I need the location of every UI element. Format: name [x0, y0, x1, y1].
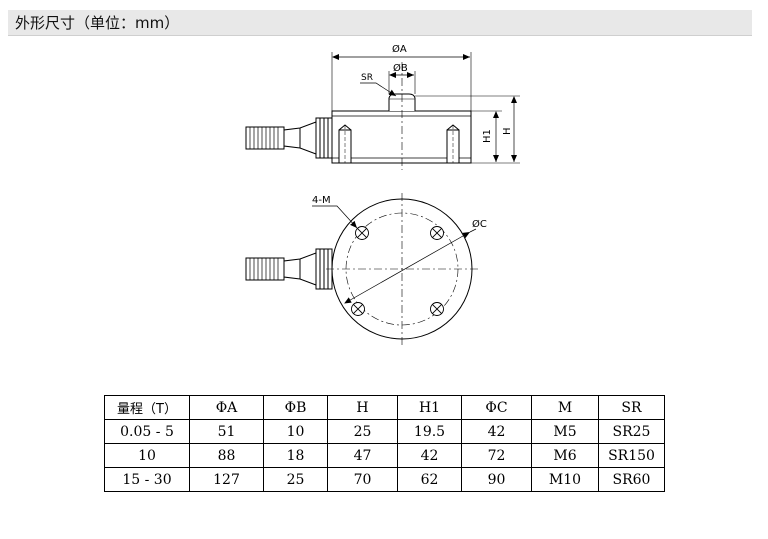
table-row: 10 88 18 47 42 72 M6 SR150	[104, 443, 665, 468]
col-header-m: M	[531, 395, 599, 420]
col-header-h1: H1	[397, 395, 462, 420]
table-cell: 72	[461, 443, 532, 468]
label-dia-a: ØA	[392, 43, 407, 55]
table-cell: SR60	[598, 467, 665, 492]
table-cell: 90	[461, 467, 532, 492]
table-cell: 25	[263, 467, 328, 492]
label-h1: H1	[482, 129, 493, 143]
table-row: 15 - 30 127 25 70 62 90 M10 SR60	[104, 467, 665, 492]
table-cell: M10	[531, 467, 599, 492]
table-cell: 51	[189, 419, 264, 444]
col-header-dia-a: ΦA	[189, 395, 264, 420]
mounting-hole	[351, 302, 365, 316]
table-row: 0.05 - 5 51 10 25 19.5 42 M5 SR25	[104, 419, 665, 444]
table-cell: SR150	[598, 443, 665, 468]
col-header-range: 量程（T）	[104, 395, 190, 420]
technical-drawing: ØA ØB SR H1 H 4-M ØC	[245, 43, 520, 345]
col-header-h: H	[327, 395, 398, 420]
col-header-dia-b: ΦB	[263, 395, 328, 420]
mounting-hole	[430, 302, 444, 316]
label-h: H	[502, 127, 513, 135]
side-view	[245, 52, 520, 170]
table-cell: 42	[397, 443, 462, 468]
table-cell: 10	[104, 443, 190, 468]
label-hole-callout: 4-M	[312, 195, 331, 206]
label-dia-c: ØC	[472, 218, 487, 230]
mounting-hole	[430, 226, 444, 240]
table-cell: M6	[531, 443, 599, 468]
table-cell: 42	[461, 419, 532, 444]
table-cell: SR25	[598, 419, 665, 444]
col-header-sr: SR	[598, 395, 665, 420]
table-cell: 19.5	[397, 419, 462, 444]
table-cell: 15 - 30	[104, 467, 190, 492]
section-header: 外形尺寸（单位：mm）	[8, 10, 752, 36]
table-cell: 25	[327, 419, 398, 444]
table-cell: 47	[327, 443, 398, 468]
table-cell: 70	[327, 467, 398, 492]
table-header-row: 量程（T） ΦA ΦB H H1 ΦC M SR	[104, 395, 665, 420]
table-cell: M5	[531, 419, 599, 444]
top-view	[245, 193, 478, 345]
label-sr: SR	[361, 73, 373, 83]
table-cell: 62	[397, 467, 462, 492]
section-title: 外形尺寸（单位：mm）	[15, 14, 180, 32]
table-cell: 10	[263, 419, 328, 444]
col-header-dia-c: ΦC	[461, 395, 532, 420]
table-cell: 88	[189, 443, 264, 468]
spec-table: 量程（T） ΦA ΦB H H1 ΦC M SR 0.05 - 5 51 10 …	[104, 395, 665, 492]
table-cell: 0.05 - 5	[104, 419, 190, 444]
table-cell: 127	[189, 467, 264, 492]
mounting-hole	[355, 226, 369, 240]
label-dia-b: ØB	[393, 62, 408, 74]
table-cell: 18	[263, 443, 328, 468]
